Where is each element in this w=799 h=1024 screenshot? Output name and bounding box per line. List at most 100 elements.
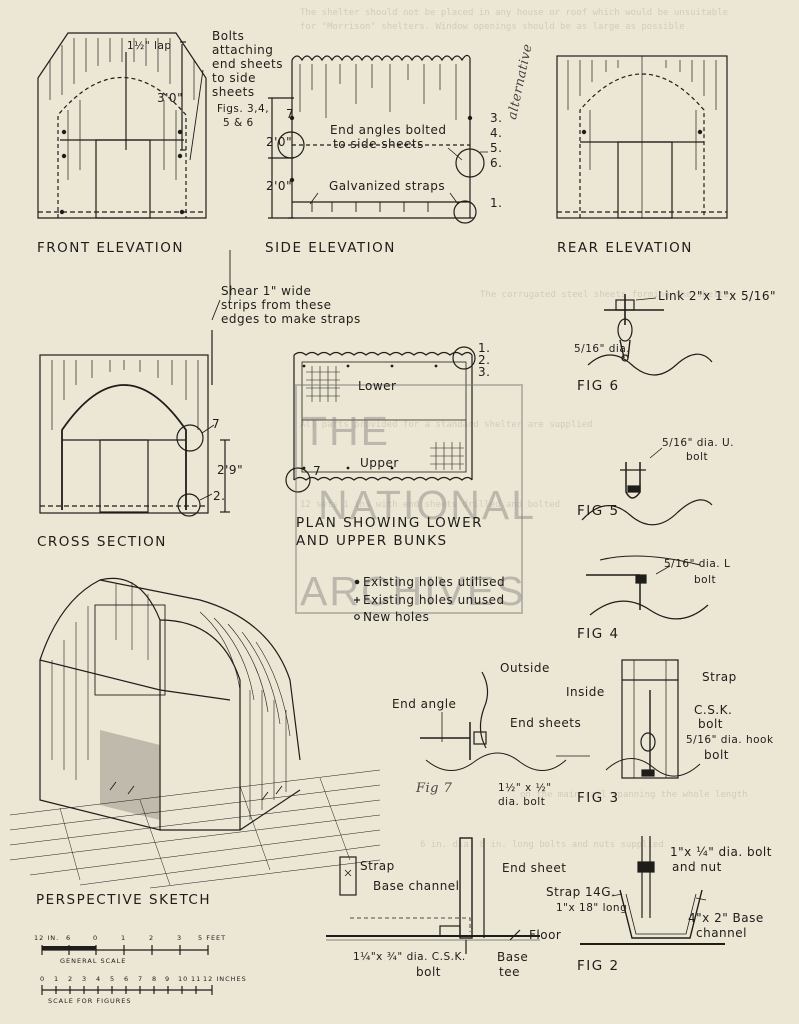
scale-tick-label: 3: [177, 934, 183, 942]
scale-tick-label: 12 IN.: [34, 934, 60, 942]
label-bolts: end sheets: [212, 57, 283, 71]
legend-existing-unused: Existing holes unused: [363, 593, 505, 607]
perspective-sketch-drawing: [9, 577, 381, 889]
scale-tick-label: 5: [110, 975, 116, 983]
label-ref-number: 4.: [490, 126, 503, 140]
side-elevation-drawing: [268, 54, 488, 224]
caption-fig3: FIG 3: [577, 790, 620, 806]
label-end-sheets: End sheets: [510, 716, 582, 730]
label-end-sheet: End sheet: [502, 861, 567, 875]
label-upper-bunk: Upper: [360, 456, 399, 470]
caption-plan-line2: AND UPPER BUNKS: [296, 533, 448, 549]
scale-tick-label: 4: [96, 975, 102, 983]
scale-tick-label: 7: [138, 975, 144, 983]
scale-tick-label: 2: [68, 975, 74, 983]
cross-section-drawing: [39, 330, 230, 517]
label-ref-number: 3.: [490, 111, 503, 125]
front-elevation-drawing: [37, 32, 207, 219]
label-dia: 5/16" dia.: [574, 343, 631, 355]
show-through-text: The corrugated steel sheets forming the …: [480, 290, 735, 300]
label-base-channel: 4"x 2" Base: [688, 911, 764, 925]
plan-drawing: [285, 346, 476, 493]
scale-tick-label: 2: [149, 934, 155, 942]
show-through-text: 12 sets 1 ins with end sheets drilled an…: [300, 500, 561, 510]
fig5-drawing: [581, 447, 713, 526]
label-ref-7: 7: [313, 464, 322, 478]
scale-tick-label: 0: [40, 975, 46, 983]
label-ref-number: 1.: [478, 341, 491, 355]
scale-tick-label: 9: [165, 975, 171, 983]
label-strap: Strap: [702, 670, 737, 684]
label-l-bolt: 5/16" dia. L: [664, 558, 731, 570]
show-through-text: 6 in. dia. 8 in. long bolts and nuts sup…: [420, 840, 664, 850]
scale-tick-label: 5 FEET: [198, 934, 227, 942]
watermark-line: NATIONAL: [318, 482, 536, 528]
watermark-line: ARCHIVES: [300, 568, 526, 614]
label-bolts: sheets: [212, 85, 255, 99]
label-base-tee: Base: [497, 950, 529, 964]
scale-tick-label: 0: [93, 934, 99, 942]
label-end-angle: End angle: [392, 697, 457, 711]
label-bolt-nut: 1"x ¼" dia. bolt: [670, 845, 772, 859]
label-lap: 1½" lap: [127, 40, 172, 52]
label-bolts: Bolts: [212, 29, 245, 43]
label-u-bolt: 5/16" dia. U.: [662, 437, 734, 449]
label-floor: Floor: [529, 928, 562, 942]
label-dimension: 2'9": [217, 463, 244, 477]
scale-tick-label: 1: [54, 975, 60, 983]
plan-legend-symbols: [354, 579, 360, 620]
caption-plan: PLAN SHOWING LOWER: [296, 515, 484, 531]
caption-fig4: FIG 4: [577, 626, 620, 642]
scale-tick-label: 6: [124, 975, 130, 983]
handwritten-fig7: Fig 7: [416, 781, 453, 796]
label-lower-bunk: Lower: [358, 379, 397, 393]
caption-fig2: FIG 2: [577, 958, 620, 974]
fig3-drawing: [420, 659, 701, 779]
label-bolts: attaching: [212, 43, 274, 57]
show-through-text: The shelter should not be placed in any …: [300, 8, 729, 18]
label-csk-bolt: bolt: [698, 717, 723, 731]
show-through-text: on the main rail spanning the whole leng…: [520, 790, 748, 800]
label-bolts: to side: [212, 71, 256, 85]
show-through-text: All parts provided for a standard shelte…: [300, 420, 593, 430]
watermark-line: THE: [302, 408, 390, 454]
label-ref-number: 5.: [490, 141, 503, 155]
label-outside: Outside: [500, 661, 550, 675]
label-u-bolt: bolt: [686, 451, 709, 463]
label-inside: Inside: [566, 685, 605, 699]
label-shear: edges to make straps: [221, 312, 361, 326]
label-half-bolt: dia. bolt: [498, 796, 546, 808]
label-strap-14g: 1"x 18" long: [556, 902, 628, 914]
scale-tick-label: 3: [82, 975, 88, 983]
label-strap-14g: Strap 14G.: [546, 885, 616, 899]
label-hook-bolt: 5/16" dia. hook: [686, 734, 774, 746]
label-shear: Shear 1" wide: [221, 284, 312, 298]
label-shear: strips from these: [221, 298, 332, 312]
scale-tick-label: 12 INCHES: [203, 975, 247, 983]
caption-fig6: FIG 6: [577, 378, 620, 394]
label-three-ft: 3'0": [157, 91, 184, 105]
label-base-channel: channel: [696, 926, 747, 940]
figure-scale-bar: [41, 985, 213, 995]
label-hook-bolt: bolt: [704, 748, 729, 762]
caption-perspective-sketch: PERSPECTIVE SKETCH: [36, 892, 211, 908]
rear-elevation-drawing: [556, 55, 728, 219]
label-figs-ref: Figs. 3,4,: [217, 103, 270, 115]
legend-existing-used: Existing holes utilised: [363, 575, 506, 589]
label-link: Link 2"x 1"x 5/16": [658, 289, 776, 303]
label-strap: Strap: [360, 859, 395, 873]
label-dimension: 2'0": [266, 135, 293, 149]
label-base-tee: tee: [499, 965, 520, 979]
caption-front-elevation: FRONT ELEVATION: [37, 240, 184, 256]
label-base-channel: Base channel: [373, 879, 460, 893]
caption-fig5: FIG 5: [577, 503, 620, 519]
scale-tick-label: 10: [178, 975, 189, 983]
figure-scale-label: SCALE FOR FIGURES: [48, 997, 132, 1005]
watermark-frame: [295, 384, 523, 614]
label-csk-bolt: 1¼"x ¾" dia. C.S.K.: [353, 951, 466, 963]
label-ref-number: 2.: [478, 353, 491, 367]
fig6-drawing: [587, 294, 713, 376]
label-ref-7: 7: [286, 107, 295, 121]
